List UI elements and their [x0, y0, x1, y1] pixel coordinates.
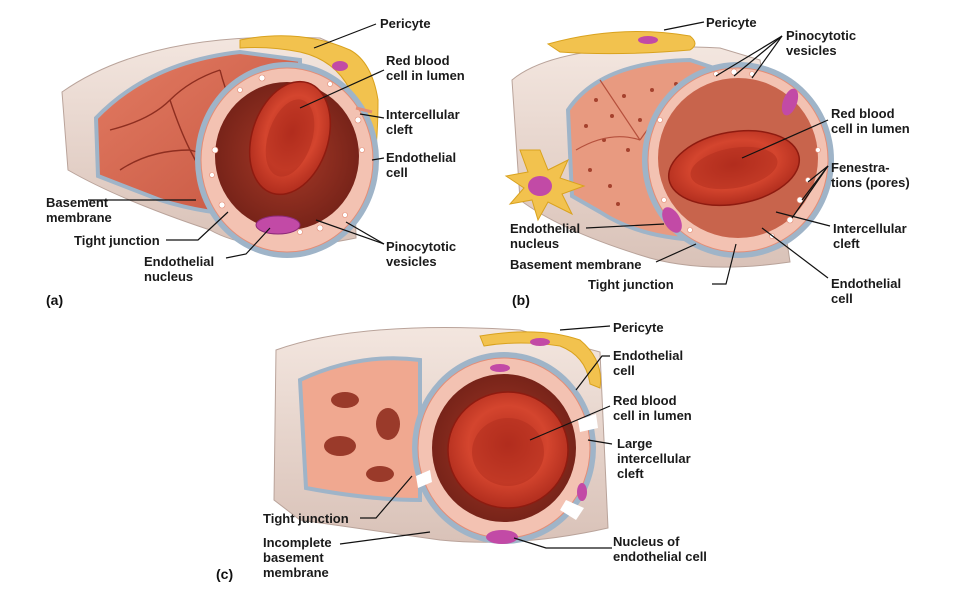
panel-a-label-rbc: Red blood cell in lumen: [386, 53, 465, 83]
panel-a-label-tight-junction: Tight junction: [74, 233, 160, 248]
panel-c-letter: (c): [216, 566, 233, 582]
panel-a-label-pinocytotic-vesicles: Pinocytotic vesicles: [386, 239, 456, 269]
panel-c-label-tight-junction: Tight junction: [263, 511, 349, 526]
panel-b-label-pinocytotic-vesicles: Pinocytotic vesicles: [786, 28, 856, 58]
panel-c-label-pericyte: Pericyte: [613, 320, 664, 335]
panel-b-label-rbc: Red blood cell in lumen: [831, 106, 910, 136]
panel-c-wall-nucleus-top: [490, 364, 510, 372]
leader-c-pericyte: [560, 326, 610, 330]
panel-c-inner-wall: [300, 358, 420, 500]
panel-c-label-large-intercellular-cleft: Large intercellular cleft: [617, 436, 691, 481]
panel-c-endothelial-nucleus: [486, 530, 518, 544]
panel-a-label-endothelial-nucleus: Endothelial nucleus: [144, 254, 214, 284]
leader-a-pericyte: [314, 24, 376, 48]
panel-c-label-rbc: Red blood cell in lumen: [613, 393, 692, 423]
panel-a-label-endothelial-cell: Endothelial cell: [386, 150, 456, 180]
panel-c-label-nucleus-endothelial-cell: Nucleus of endothelial cell: [613, 534, 707, 564]
panel-b-pericyte: [548, 32, 695, 54]
panel-a-label-pericyte: Pericyte: [380, 16, 431, 31]
panel-b-label-tight-junction: Tight junction: [588, 277, 674, 292]
leader-c-basement: [340, 532, 430, 544]
panel-b-label-basement-membrane: Basement membrane: [510, 257, 642, 272]
leader-b-pericyte: [664, 22, 704, 30]
panel-c-wall-nucleus-right: [577, 483, 587, 501]
panel-a-letter: (a): [46, 292, 63, 308]
panel-a-endothelial-nucleus: [256, 216, 300, 234]
panel-b-label-endothelial-nucleus: Endothelial nucleus: [510, 221, 580, 251]
panel-b-letter: (b): [512, 292, 530, 308]
panel-a-label-basement-membrane: Basement membrane: [46, 195, 112, 225]
panel-c-label-incomplete-basement-membrane: Incomplete basement membrane: [263, 535, 332, 580]
panel-b-label-pericyte: Pericyte: [706, 15, 757, 30]
panel-b-pericyte-nucleus: [638, 36, 658, 44]
panel-a-label-intercellular-cleft: Intercellular cleft: [386, 107, 460, 137]
panel-b-star-pericyte-nucleus: [528, 176, 552, 196]
panel-c-rbc-center: [472, 418, 544, 486]
panel-b-label-endothelial-cell: Endothelial cell: [831, 276, 901, 306]
panel-c-pericyte-nucleus: [530, 338, 550, 346]
panel-b-label-intercellular-cleft: Intercellular cleft: [833, 221, 907, 251]
panel-c-label-endothelial-cell: Endothelial cell: [613, 348, 683, 378]
panel-b-label-fenestrations: Fenestra- tions (pores): [831, 160, 910, 190]
panel-a-pericyte-nucleus: [332, 61, 348, 71]
